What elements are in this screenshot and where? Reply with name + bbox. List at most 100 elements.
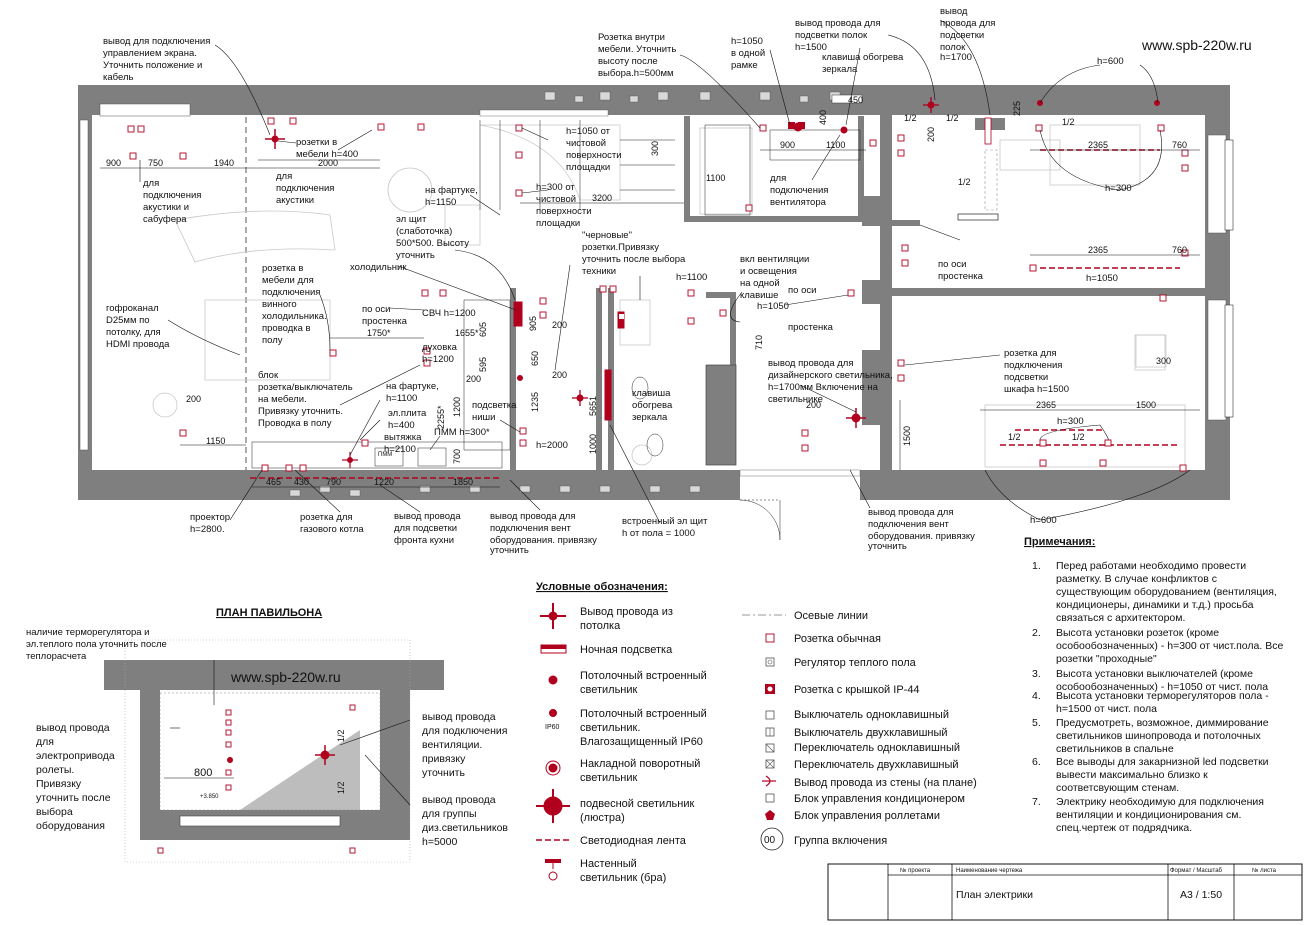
svg-text:1200: 1200 [452,397,462,417]
pendant-light-icon [536,789,570,823]
svg-text:1500: 1500 [902,426,912,446]
svg-text:1/2: 1/2 [1062,117,1075,127]
dimension-lines [100,149,1200,488]
legend-label: Переключатель одноклавишный [794,742,960,754]
callout: h=300 [1057,416,1084,427]
svg-text:2000: 2000 [318,158,338,168]
svg-text:650: 650 [530,351,540,366]
svg-text:+3.850: +3.850 [200,794,219,800]
svg-text:790: 790 [326,477,341,487]
surface-spot-icon [545,760,561,776]
site-url[interactable]: www.spb-220w.ru [1141,37,1252,53]
svg-text:200: 200 [926,127,936,142]
svg-text:1100: 1100 [826,140,845,150]
ac-control-icon [765,793,775,803]
socket-ip44-icon [765,684,775,694]
svg-text:1850: 1850 [453,477,473,487]
svg-text:710: 710 [754,335,764,350]
callout: СВЧ h=1200 [422,308,476,319]
svg-text:1750*: 1750* [367,328,391,338]
legend-label: Ночная подсветка [580,644,673,656]
pavilion-shade [240,730,360,810]
svg-text:605: 605 [478,322,488,337]
svg-text:1/2: 1/2 [336,729,346,742]
ip44-socket [788,122,795,129]
svg-text:200: 200 [466,374,481,384]
svg-text:450: 450 [848,95,863,105]
svg-text:1/2: 1/2 [336,781,346,794]
svg-text:1/2: 1/2 [1008,432,1021,442]
note-item: 5. [1032,717,1041,729]
legend: Условные обозначения: IP60 Вывод провода… [536,581,977,884]
pavilion-site-url[interactable]: www.spb-220w.ru [230,669,341,685]
sockets [127,117,1189,472]
note-item: 3. [1032,668,1041,680]
kitchen-counter [251,441,503,469]
callout: на фартуке,h=1100 [386,381,439,404]
svg-text:760: 760 [1172,140,1187,150]
svg-text:300: 300 [1156,356,1171,366]
floor-heating-regulator-icon [765,657,775,667]
pavilion-plan: ПЛАН ПАВИЛЬОНА www.spb-220w.ru 800 1/2 1… [26,607,508,863]
ceiling-outlets [265,97,1160,468]
legend-label: подвесной светильник(люстра) [580,798,695,824]
pass-switch-single-icon [765,743,775,753]
svg-text:700: 700 [452,449,462,464]
legend-label: Блок управления кондиционером [794,793,965,805]
svg-text:225: 225 [1012,101,1022,116]
legend-label: Группа включения [794,835,887,847]
svg-text:3200: 3200 [592,193,612,203]
callout: h=1050 [1086,273,1118,284]
pavilion-title: ПЛАН ПАВИЛЬОНА [216,607,322,619]
svg-text:1/2: 1/2 [1072,432,1085,442]
svg-text:2255*: 2255* [436,405,446,429]
svg-text:00: 00 [764,835,776,846]
legend-label: Выключатель двухклавишный [794,727,948,739]
svg-text:1/2: 1/2 [946,113,959,123]
callout: h=1050 [757,301,789,312]
svg-text:2365: 2365 [1088,245,1108,255]
note-item: 1. [1032,560,1041,572]
callout: ПММ h=300* [434,427,490,438]
svg-text:200: 200 [552,320,567,330]
note-item: 6. [1032,756,1041,768]
title-block: № проекта Наименование чертежа Формат / … [827,863,1303,921]
svg-text:400: 400 [818,110,828,125]
svg-text:595: 595 [478,357,488,372]
svg-text:1220: 1220 [374,477,394,487]
dimension-labels: 900 750 1940 2000 3200 1100 300 900 1100… [106,95,1187,487]
drawing-name: План электрики [956,889,1033,901]
svg-text:1940: 1940 [214,158,234,168]
legend-title: Условные обозначения: [536,581,668,593]
tb-sheet-header: № листа [1252,867,1277,874]
svg-text:900: 900 [780,140,795,150]
legend-label: Переключатель двухклавишный [794,759,959,771]
recessed-light-icon [548,675,558,685]
svg-text:2365: 2365 [1036,400,1056,410]
wall-bottom-left [78,470,740,500]
night-light-icon [540,644,567,654]
window-right-bottom [1207,299,1227,421]
